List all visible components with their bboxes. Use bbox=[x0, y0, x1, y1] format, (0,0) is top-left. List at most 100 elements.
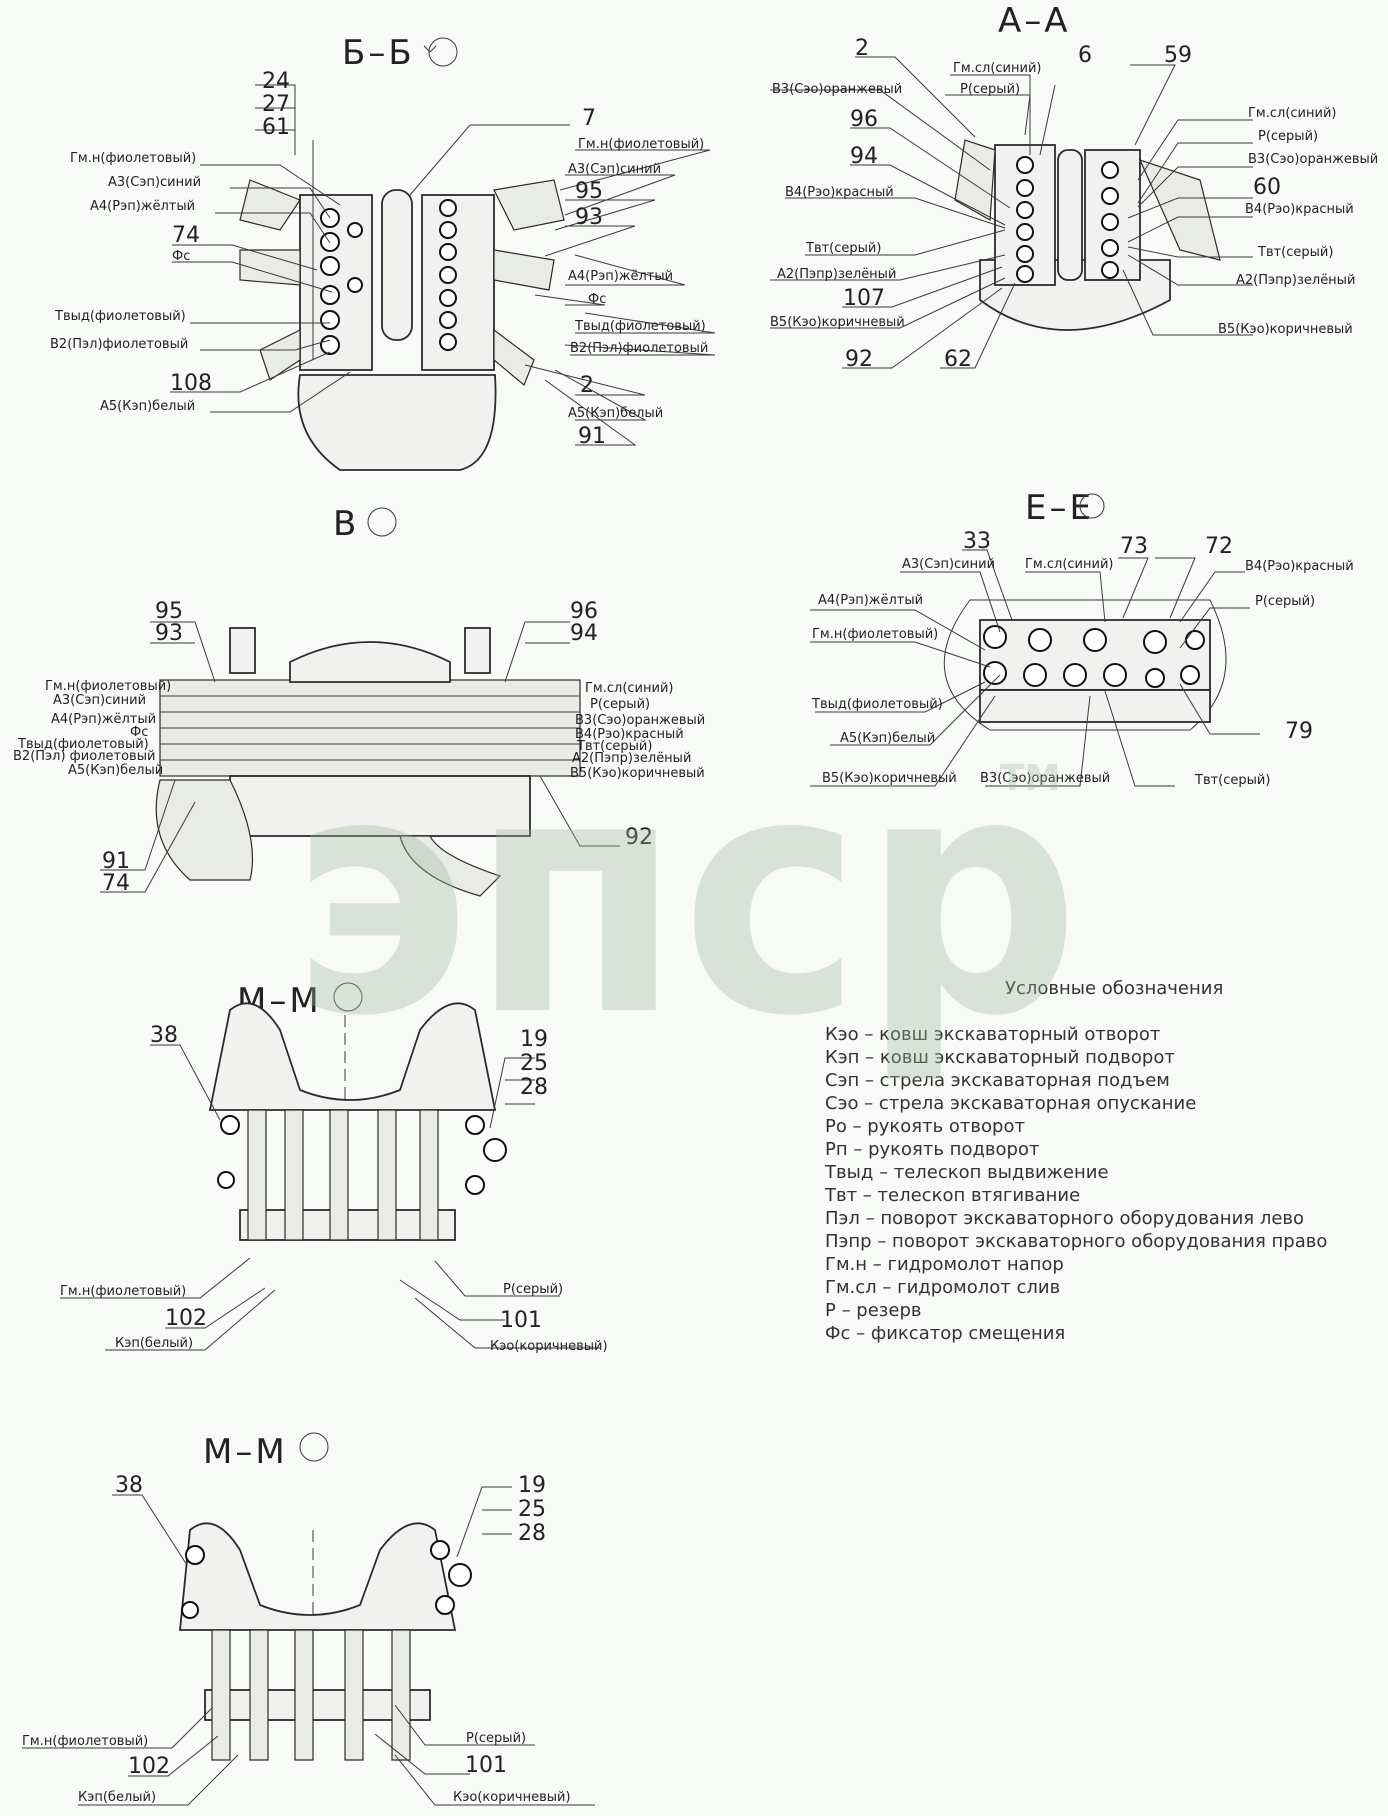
label-mm2-p: Р(серый) bbox=[466, 1731, 526, 1746]
callout-72: 72 bbox=[1205, 534, 1233, 559]
legend-item: Пэпр – поворот экскаваторного оборудован… bbox=[825, 1231, 1327, 1252]
label-v4-left: В4(Рэо)красный bbox=[785, 185, 894, 200]
label-mm1-gmn: Гм.н(фиолетовый) bbox=[60, 1284, 186, 1299]
callout-102-mm1: 102 bbox=[165, 1306, 207, 1331]
label-ee-v3: В3(Сэо)оранжевый bbox=[980, 771, 1110, 786]
label-a5-right: А5(Кэп)белый bbox=[568, 406, 663, 421]
center-rod bbox=[381, 189, 413, 341]
callout-94-aa: 94 bbox=[850, 144, 878, 169]
section-v: В 95 93 96 94 Гм.н(фиолетовый) А3(Сэп)си… bbox=[13, 504, 705, 897]
legend: Условные обозначения Кэо – ковш экскават… bbox=[824, 978, 1327, 1344]
label-fs-right: Фс bbox=[588, 292, 606, 307]
callout-24: 24 bbox=[262, 69, 290, 94]
label-tvyd-left: Твыд(фиолетовый) bbox=[54, 309, 186, 324]
watermark: эпср TM bbox=[290, 704, 1080, 1088]
label-a3-right: А3(Сэп)синий bbox=[568, 162, 661, 177]
label-ee-tvt: Твт(серый) bbox=[1194, 773, 1270, 788]
callout-19-mm1: 19 bbox=[520, 1027, 548, 1052]
callout-2-aa: 2 bbox=[855, 36, 869, 61]
label-ee-a3: А3(Сэп)синий bbox=[902, 557, 995, 572]
callout-108: 108 bbox=[170, 371, 212, 396]
callout-102-mm2: 102 bbox=[128, 1754, 170, 1779]
label-p-right: Р(серый) bbox=[1258, 129, 1318, 144]
callout-38-mm1: 38 bbox=[150, 1023, 178, 1048]
label-tvt-left: Твт(серый) bbox=[805, 241, 881, 256]
label-v-gmn: Гм.н(фиолетовый) bbox=[45, 679, 171, 694]
legend-item: Фс – фиксатор смещения bbox=[825, 1323, 1065, 1344]
label-a2-left: А2(Пэпр)зелёный bbox=[777, 267, 896, 282]
label-gmsl-left: Гм.сл(синий) bbox=[953, 61, 1041, 76]
legend-title: Условные обозначения bbox=[1005, 978, 1223, 999]
label-gmsl-right: Гм.сл(синий) bbox=[1248, 106, 1336, 121]
label-v-v5: В5(Кэо)коричневый bbox=[570, 766, 705, 781]
section-v-title: В bbox=[333, 504, 359, 544]
section-ee: Е–Е 33 73 72 А3(Сэп)синий Гм.сл(синий) В… bbox=[810, 488, 1354, 788]
label-v4-right: В4(Рэо)красный bbox=[1245, 202, 1354, 217]
callout-6: 6 bbox=[1078, 43, 1092, 68]
label-v-a4: А4(Рэп)жёлтый bbox=[51, 712, 156, 727]
callout-33: 33 bbox=[963, 529, 991, 554]
legend-item: Р – резерв bbox=[825, 1300, 921, 1321]
ee-plate bbox=[979, 689, 1211, 723]
watermark-tm: TM bbox=[1000, 758, 1060, 799]
section-bb: Б–Б 24 27 61 bbox=[50, 33, 716, 471]
callout-74-v: 74 bbox=[102, 871, 130, 896]
label-a3-left: А3(Сэп)синий bbox=[108, 175, 201, 190]
callout-107: 107 bbox=[843, 286, 885, 311]
label-v-fs: Фс bbox=[130, 725, 148, 740]
label-gmn-left: Гм.н(фиолетовый) bbox=[70, 151, 196, 166]
callout-38-mm2: 38 bbox=[115, 1473, 143, 1498]
callout-60: 60 bbox=[1253, 175, 1281, 200]
label-mm2-kep: Кэп(белый) bbox=[78, 1790, 156, 1805]
label-a2-right: А2(Пэпр)зелёный bbox=[1236, 273, 1355, 288]
label-a5-left: А5(Кэп)белый bbox=[100, 399, 195, 414]
ee-outline bbox=[943, 599, 1227, 731]
callout-91-v: 91 bbox=[102, 849, 130, 874]
callout-101-mm1: 101 bbox=[500, 1308, 542, 1333]
callout-91-bb: 91 bbox=[578, 424, 606, 449]
label-v-a5: А5(Кэп)белый bbox=[68, 763, 163, 778]
mm2-bracket bbox=[179, 1522, 457, 1631]
label-mm1-keo: Кэо(коричневый) bbox=[490, 1339, 608, 1354]
label-ee-a5: А5(Кэп)белый bbox=[840, 731, 935, 746]
legend-item: Твыд – телескоп выдвижение bbox=[824, 1162, 1109, 1183]
callout-73: 73 bbox=[1120, 534, 1148, 559]
view-rotation-icon bbox=[428, 37, 458, 67]
label-v2-left: В2(Пэл)фиолетовый bbox=[50, 337, 188, 352]
section-bb-title: Б–Б bbox=[342, 33, 415, 73]
label-v-a2: А2(Пэпр)зелёный bbox=[572, 751, 691, 766]
callout-101-mm2: 101 bbox=[465, 1753, 507, 1778]
label-ee-v5: В5(Кэо)коричневый bbox=[822, 771, 957, 786]
section-mm-1: М–М 38 19 25 28 Гм.н(фиолетовый) 102 Кэп… bbox=[60, 981, 608, 1354]
left-fittings bbox=[320, 208, 363, 355]
callout-62: 62 bbox=[944, 347, 972, 372]
label-v-gmsl: Гм.сл(синий) bbox=[585, 681, 673, 696]
view-rotation-icon bbox=[333, 982, 363, 1012]
label-tvyd-right: Твыд(фиолетовый) bbox=[574, 319, 706, 334]
label-a4-left: А4(Рэп)жёлтый bbox=[90, 199, 195, 214]
label-ee-p: Р(серый) bbox=[1255, 594, 1315, 609]
legend-item: Кэо – ковш экскаваторный отворот bbox=[825, 1024, 1160, 1045]
callout-74: 74 bbox=[172, 223, 200, 248]
callout-25-mm2: 25 bbox=[518, 1497, 546, 1522]
label-v-v4: В4(Рэо)красный bbox=[575, 727, 684, 742]
mm1-pipes bbox=[217, 1109, 507, 1241]
label-v5-right: В5(Кэо)коричневый bbox=[1218, 322, 1353, 337]
callout-27: 27 bbox=[262, 92, 290, 117]
legend-item: Гм.сл – гидромолот слив bbox=[825, 1277, 1060, 1298]
legend-item: Пэл – поворот экскаваторного оборудовани… bbox=[825, 1208, 1304, 1229]
label-v-a3: А3(Сэп)синий bbox=[53, 693, 146, 708]
callout-25-mm1: 25 bbox=[520, 1051, 548, 1076]
section-aa-title: А–А bbox=[998, 1, 1071, 41]
label-v-v3: В3(Сэо)оранжевый bbox=[575, 713, 705, 728]
callout-28-mm2: 28 bbox=[518, 1521, 546, 1546]
v-hose-bundle bbox=[155, 627, 581, 897]
legend-item: Сэп – стрела экскаваторная подъем bbox=[825, 1070, 1170, 1091]
label-tvt-right: Твт(серый) bbox=[1257, 245, 1333, 260]
mm1-bracket bbox=[208, 1002, 497, 1111]
label-v-v2: В2(Пэл) фиолетовый bbox=[13, 749, 155, 764]
label-mm1-kep: Кэп(белый) bbox=[115, 1336, 193, 1351]
callout-28-mm1: 28 bbox=[520, 1075, 548, 1100]
legend-item: Ро – рукоять отворот bbox=[825, 1116, 1025, 1137]
label-ee-gmn: Гм.н(фиолетовый) bbox=[812, 627, 938, 642]
